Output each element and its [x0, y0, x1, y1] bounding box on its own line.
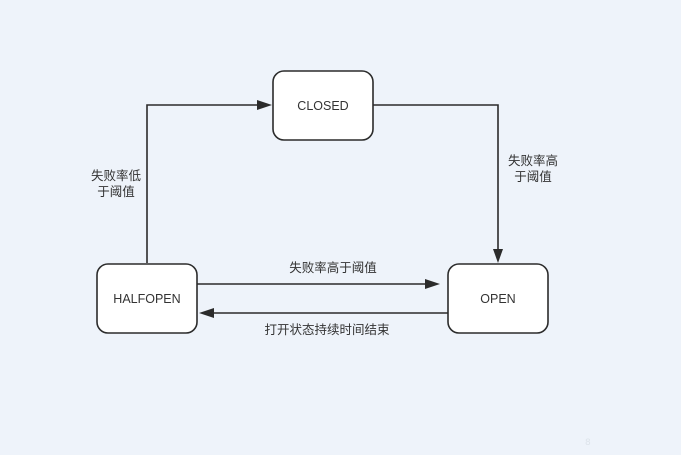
- edge-closed-to-open-label-line1: 失败率高: [508, 153, 558, 168]
- edge-halfopen-to-closed-label-line1: 失败率低: [91, 168, 142, 183]
- node-open-label: OPEN: [480, 292, 515, 306]
- node-halfopen: HALFOPEN: [96, 263, 198, 334]
- edge-open-to-halfopen: 打开状态持续时间结束: [199, 308, 448, 337]
- edge-halfopen-to-closed-arrowhead: [257, 100, 272, 110]
- edge-halfopen-to-open: 失败率高于阈值: [197, 260, 440, 289]
- node-open: OPEN: [447, 263, 549, 334]
- edge-halfopen-to-open-arrowhead: [425, 279, 440, 289]
- node-halfopen-label: HALFOPEN: [113, 292, 180, 306]
- edge-closed-to-open-label-line2: 于阈值: [514, 169, 552, 184]
- node-closed-label: CLOSED: [297, 99, 348, 113]
- edge-halfopen-to-closed-label-line2: 于阈值: [97, 184, 135, 199]
- edge-closed-to-open-arrowhead: [493, 249, 503, 263]
- watermark-mark: 8: [585, 438, 591, 448]
- edge-open-to-halfopen-label: 打开状态持续时间结束: [264, 322, 390, 337]
- edge-halfopen-to-closed: 失败率低 于阈值: [91, 100, 272, 263]
- node-closed-box: [272, 70, 374, 141]
- node-halfopen-box: [96, 263, 198, 334]
- edge-halfopen-to-closed-line: [146, 104, 260, 263]
- node-closed: CLOSED: [272, 70, 374, 141]
- node-open-box: [447, 263, 549, 334]
- edge-open-to-halfopen-arrowhead: [199, 308, 214, 318]
- edge-halfopen-to-open-label: 失败率高于阈值: [289, 260, 377, 275]
- edge-closed-to-open: 失败率高 于阈值: [373, 104, 558, 263]
- edge-closed-to-open-line: [373, 104, 499, 253]
